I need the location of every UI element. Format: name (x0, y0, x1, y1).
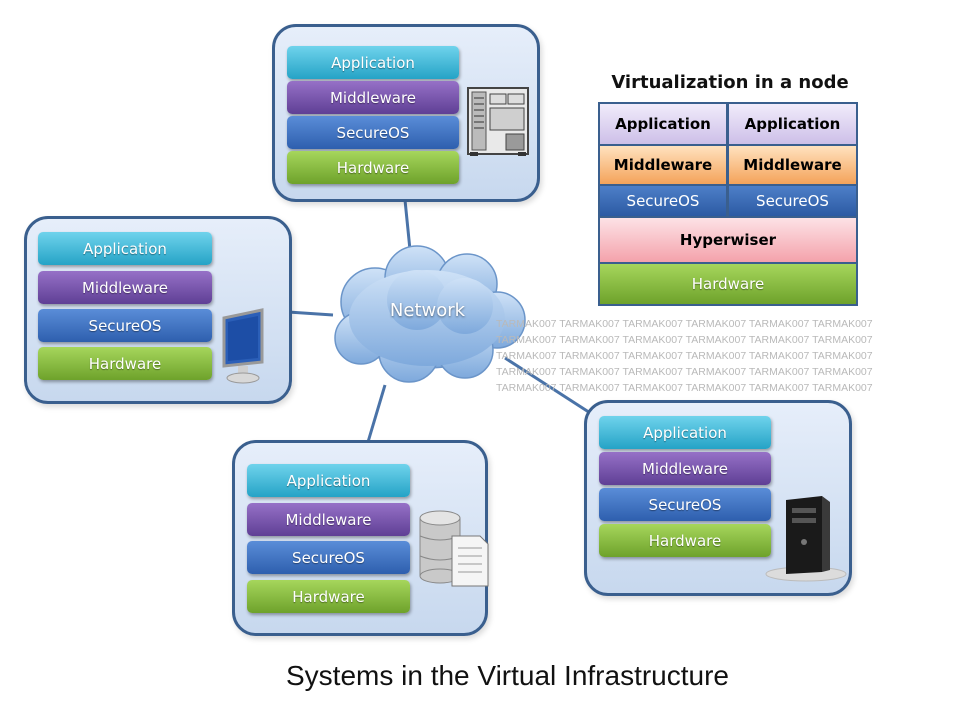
layer-hardware: Hardware (38, 347, 212, 380)
layer-application: Application (38, 232, 212, 265)
layer-secureos: SecureOS (38, 309, 212, 342)
network-label: Network (389, 300, 466, 321)
link-bottom (366, 384, 387, 443)
watermark-line: TARMAK007 TARMAK007 TARMAK007 TARMAK007 … (496, 382, 873, 394)
layer-application: Application (599, 416, 771, 449)
layer-hardware: Hardware (287, 151, 459, 184)
virt-hardware: Hardware (600, 264, 856, 304)
watermark-line: TARMAK007 TARMAK007 TARMAK007 TARMAK007 … (496, 318, 873, 330)
server-cabinet-icon (467, 87, 529, 156)
layer-secureos: SecureOS (287, 116, 459, 149)
layer-hardware: Hardware (247, 580, 410, 613)
watermark-line: TARMAK007 TARMAK007 TARMAK007 TARMAK007 … (496, 366, 873, 378)
virt-application-right: Application (729, 104, 856, 144)
watermark-line: TARMAK007 TARMAK007 TARMAK007 TARMAK007 … (496, 334, 873, 346)
watermark-text: TARMAK007 TARMAK007 TARMAK007 TARMAK007 … (496, 316, 896, 396)
virt-hypervisor: Hyperwiser (600, 218, 856, 262)
network-cloud-icon (334, 245, 526, 383)
virtualization-title: Virtualization in a node (611, 72, 849, 93)
virt-middleware-right: Middleware (729, 146, 856, 184)
database-document-icon (419, 510, 489, 587)
layer-middleware: Middleware (38, 271, 212, 304)
layer-middleware: Middleware (599, 452, 771, 485)
link-left (287, 310, 334, 317)
link-right (504, 356, 599, 420)
layer-middleware: Middleware (287, 81, 459, 114)
layer-application: Application (247, 464, 410, 497)
tower-pc-icon (765, 496, 847, 582)
watermark-line: TARMAK007 TARMAK007 TARMAK007 TARMAK007 … (496, 350, 873, 362)
virt-secureos-right: SecureOS (729, 186, 856, 216)
virt-middleware-left: Middleware (600, 146, 726, 184)
layer-secureos: SecureOS (599, 488, 771, 521)
desktop-monitor-icon (222, 308, 264, 384)
virt-application-left: Application (600, 104, 726, 144)
link-top (403, 199, 412, 251)
virt-secureos-left: SecureOS (600, 186, 726, 216)
diagram-caption: Systems in the Virtual Infrastructure (286, 660, 729, 691)
layer-secureos: SecureOS (247, 541, 410, 574)
layer-application: Application (287, 46, 459, 79)
layer-middleware: Middleware (247, 503, 410, 536)
layer-hardware: Hardware (599, 524, 771, 557)
